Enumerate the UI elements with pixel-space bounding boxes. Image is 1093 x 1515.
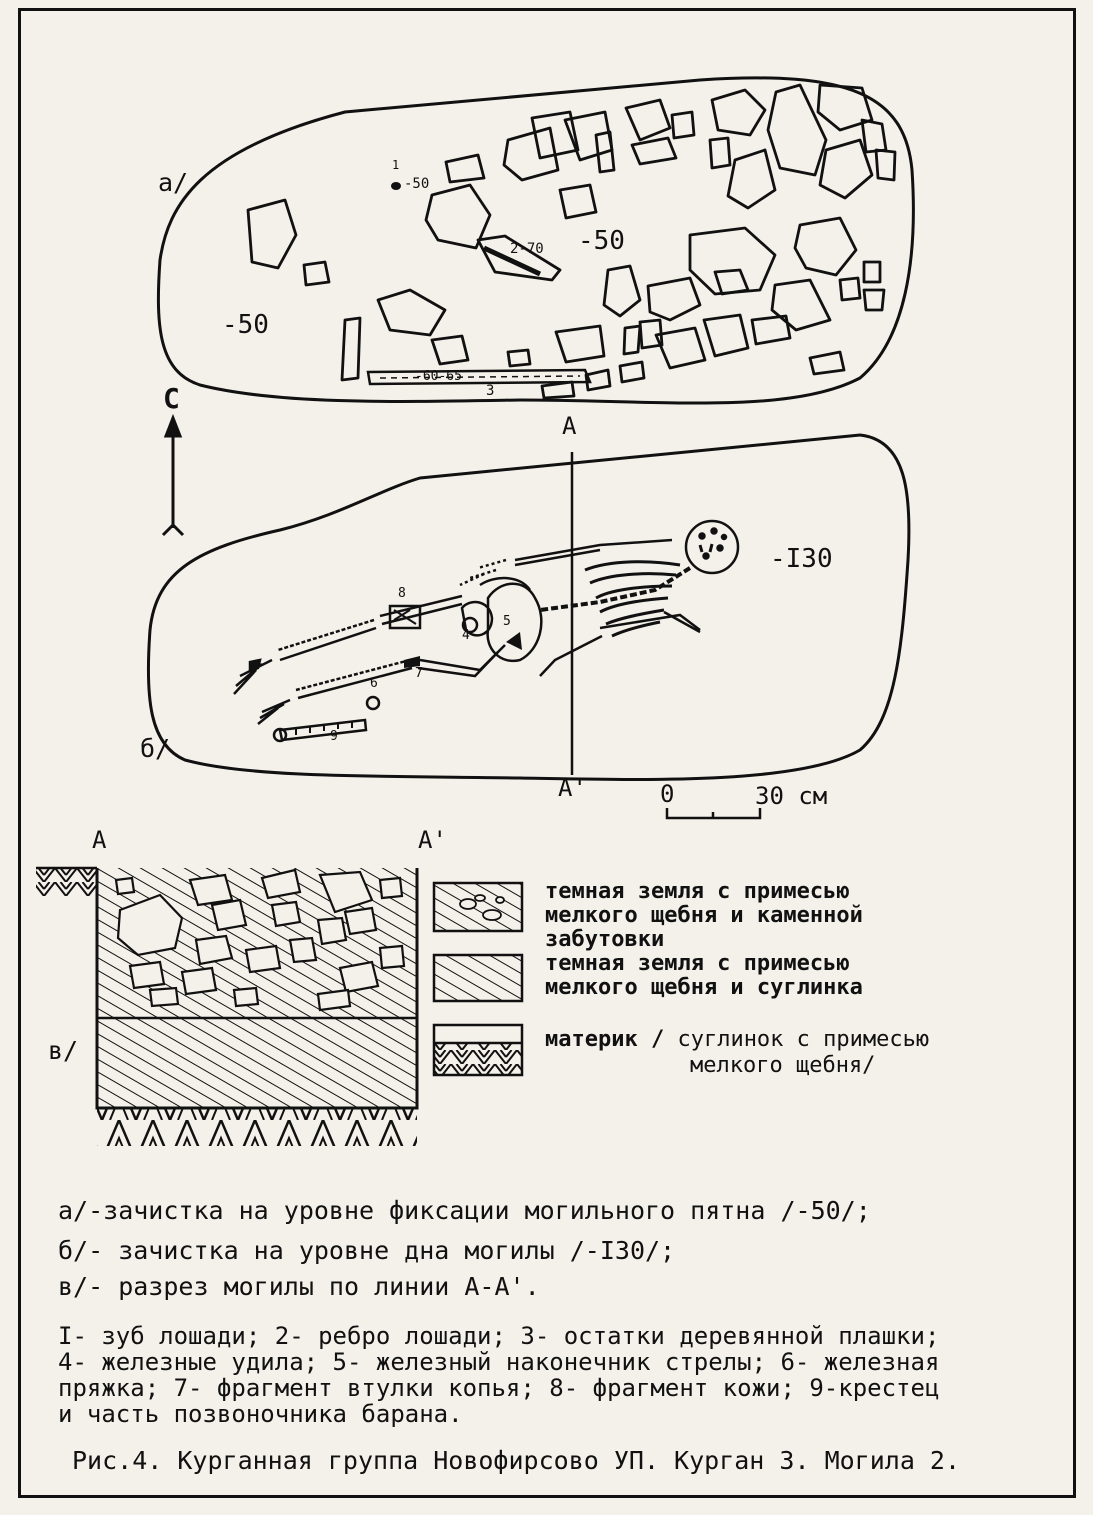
spear-socket <box>404 656 420 668</box>
plan-b <box>146 433 911 781</box>
ribs <box>584 560 681 638</box>
grave-outline-b <box>146 433 911 781</box>
section-v <box>36 866 419 1146</box>
legend-text-2: темная земля с примесью мелкого щебня и … <box>545 951 863 1000</box>
horse-rib <box>482 245 542 277</box>
plan-b-label: б/ <box>140 734 171 763</box>
find-3-label: 3 <box>486 383 495 399</box>
find-9-label: 9 <box>330 729 338 744</box>
legend-bedrock-bold: материк / <box>545 1027 665 1052</box>
iron-bit <box>461 616 479 634</box>
find-1-label: 1 <box>392 158 400 172</box>
legend-bedrock-rest: суглинок с примесью <box>664 1027 930 1052</box>
scale-zero: 0 <box>660 780 675 808</box>
section-stones <box>114 868 406 1012</box>
bedrock-bottom <box>97 1108 417 1146</box>
skull <box>684 519 740 575</box>
section-left-label: А <box>92 826 107 854</box>
foot-right <box>257 698 291 725</box>
plan-a-depth-left: -50 <box>222 310 269 340</box>
find-2-label: 2-70 <box>510 241 544 257</box>
scale-value: 30 см <box>755 782 828 810</box>
pelvis <box>486 582 543 663</box>
section-line-top-label: А <box>562 412 577 440</box>
legend-swatch-2 <box>432 953 524 1003</box>
plan-a-label: а/ <box>158 168 189 197</box>
iron-buckle <box>365 695 381 711</box>
humerus-right <box>663 610 701 634</box>
arrowhead <box>506 632 522 650</box>
wooden-plank <box>366 368 592 386</box>
section-v-label: в/ <box>48 1036 79 1065</box>
grave-outline-a <box>156 76 915 405</box>
plan-a-depth-center: -50 <box>578 226 625 256</box>
leather-fragment <box>388 604 422 630</box>
items-list: I- зуб лошади; 2- ребро лошади; 3- остат… <box>58 1322 940 1428</box>
find-6-label: 6 <box>370 676 378 691</box>
bedrock-left <box>36 868 97 896</box>
stones-a <box>246 83 897 400</box>
layer-dark-loam <box>97 1018 417 1108</box>
horse-tooth <box>391 182 401 190</box>
plan-b-depth: -I30 <box>770 544 833 574</box>
spine <box>539 566 692 612</box>
scale-bar <box>665 808 762 820</box>
humerus-left <box>514 538 673 562</box>
sheep-spine <box>278 718 368 742</box>
figure-caption: Рис.4. Курганная группа Новофирсово УП. … <box>72 1446 961 1475</box>
legend-text-3: материк / суглинок с примесью <box>545 1028 929 1052</box>
caption-b: б/- зачистка на уровне дна могилы /-I30/… <box>58 1236 676 1265</box>
legend-text-1: темная земля с примесью мелкого щебня и … <box>545 879 863 952</box>
legend-boxes <box>432 881 524 1077</box>
section-line-bottom-label: А' <box>558 774 587 802</box>
find-5-label: 5 <box>503 614 511 629</box>
tibia-left <box>277 618 375 652</box>
skeleton <box>233 519 740 725</box>
find-3-depth: -60-65 <box>415 369 462 384</box>
find-1-depth: -50 <box>404 176 430 192</box>
legend-text-3-line2: мелкого щебня/ <box>690 1053 876 1078</box>
north-label: С <box>163 382 180 415</box>
find-4-label: 4 <box>462 628 470 643</box>
caption-v: в/- разрез могилы по линии А-А'. <box>58 1272 540 1301</box>
tibia-right <box>295 658 411 692</box>
north-arrow <box>161 413 185 537</box>
caption-a: а/-зачистка на уровне фиксации могильног… <box>58 1196 871 1225</box>
plan-a <box>156 76 915 405</box>
section-right-label: А' <box>418 826 447 854</box>
legend-swatch-1 <box>432 881 524 933</box>
find-8-label: 8 <box>398 586 406 601</box>
find-7-label: 7 <box>415 666 423 681</box>
page-frame <box>18 8 1076 1498</box>
